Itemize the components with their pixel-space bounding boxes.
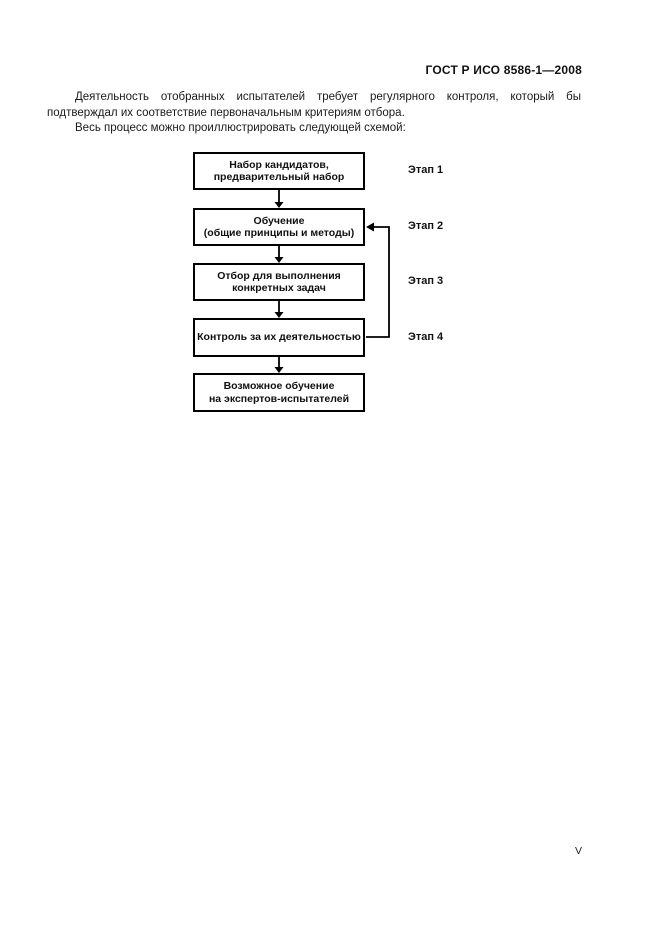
page-number: V xyxy=(574,845,582,857)
flow-box-task-selection: Отбор для выполнения конкретных задач xyxy=(193,263,365,301)
flow-box-candidate-recruitment: Набор кандидатов, предварительный набор xyxy=(193,152,365,190)
paragraph-control-requirement: Деятельность отобранных испытателей треб… xyxy=(47,91,581,119)
flow-box-performance-monitoring: Контроль за их деятельностью xyxy=(193,318,365,357)
stage-label-2: Этап 2 xyxy=(408,220,444,232)
document-header: ГОСТ Р ИСО 8586-1—2008 xyxy=(425,63,582,77)
arrow-down-4 xyxy=(274,357,284,373)
arrow-down-3 xyxy=(274,301,284,318)
stage-label-1: Этап 1 xyxy=(408,164,444,176)
body-text-block: Деятельность отобранных испытателей треб… xyxy=(47,90,581,137)
arrow-down-1 xyxy=(274,190,284,208)
feedback-arrow-stage4-to-stage2 xyxy=(366,222,390,338)
flow-box-training: Обучение (общие принципы и методы) xyxy=(193,208,365,246)
arrow-down-2 xyxy=(274,246,284,263)
stage-label-4: Этап 4 xyxy=(408,331,444,343)
flow-box-expert-training: Возможное обучение на экспертов-испытате… xyxy=(193,373,365,412)
stage-label-3: Этап 3 xyxy=(408,275,444,287)
paragraph-scheme-intro: Весь процесс можно проиллюстрировать сле… xyxy=(75,122,406,134)
